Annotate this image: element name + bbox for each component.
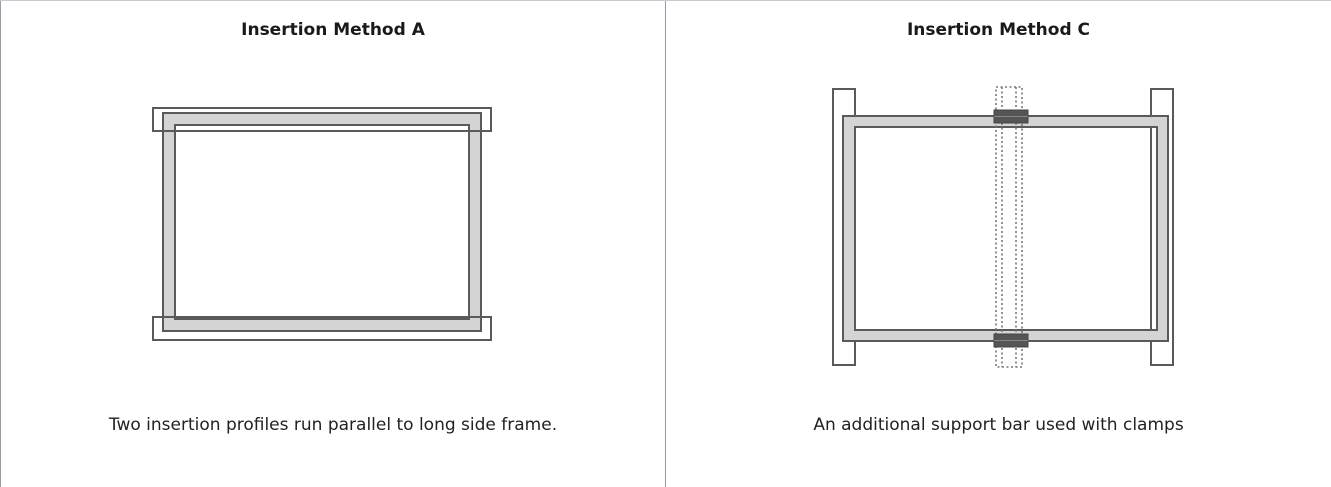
support-bar: [995, 86, 1023, 368]
panel-title: Insertion Method C: [906, 20, 1091, 40]
frame: [842, 115, 1169, 342]
method-c-diagram: [832, 86, 1174, 368]
panel-title: Insertion Method A: [241, 20, 425, 40]
bottom-clamp: [993, 333, 1029, 348]
bottom-insertion-profile: [152, 316, 492, 341]
frame: [162, 112, 482, 332]
panel-method-a: Insertion Method A Two insertion profile…: [0, 1, 666, 487]
top-insertion-profile: [152, 107, 492, 132]
method-a-diagram: [152, 107, 492, 341]
top-clamp: [993, 109, 1029, 124]
panel-caption: Two insertion profiles run parallel to l…: [108, 415, 558, 435]
panel-caption: An additional support bar used with clam…: [813, 415, 1184, 435]
panel-method-c: Insertion Method C: [666, 1, 1331, 487]
right-vertical-profile: [1150, 88, 1174, 366]
